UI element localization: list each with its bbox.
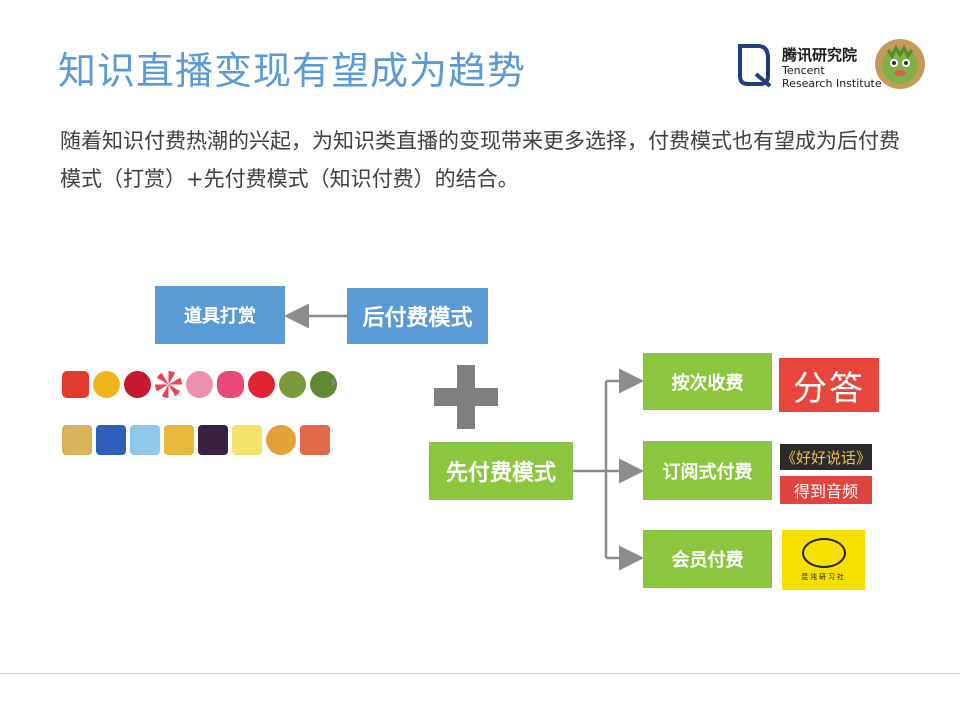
prop-reward-box: 道具打赏	[155, 286, 285, 344]
mascot-icon	[875, 39, 925, 89]
cute-face-icon	[186, 371, 213, 398]
rose-icon	[124, 371, 151, 398]
monster-icon	[279, 371, 306, 398]
logo-chinese-name: 腾讯研究院	[782, 46, 858, 64]
membership-box: 会员付费	[643, 530, 772, 588]
lips-icon	[217, 371, 244, 398]
crown-icon	[198, 425, 228, 455]
red-envelope-icon	[62, 371, 89, 398]
gold-coin-icon	[93, 371, 120, 398]
pre-pay-box: 先付费模式	[429, 442, 573, 500]
post-pay-box: 后付费模式	[347, 288, 488, 344]
hundun-logo-text: 混沌研习社	[801, 573, 846, 581]
per-use-box: 按次收费	[643, 353, 772, 410]
logo-english-line2: Research Institute	[782, 77, 882, 90]
tencent-logo-icon	[738, 44, 772, 88]
gold-bar-icon	[164, 425, 194, 455]
diamond-icon	[300, 425, 330, 455]
footer-divider	[0, 673, 960, 674]
page-title: 知识直播变现有望成为趋势	[58, 49, 527, 93]
monster2-icon	[310, 371, 337, 398]
gift-row-1	[62, 371, 337, 398]
haohao-shuohua-logo: 《好好说话》	[780, 444, 872, 470]
fighter-jet-icon	[62, 425, 92, 455]
hundun-logo: 混沌研习社	[782, 530, 865, 590]
subscription-box: 订阅式付费	[643, 441, 772, 500]
airplane-icon	[130, 425, 160, 455]
hundun-circle-icon	[801, 538, 846, 568]
gift-row-2	[62, 425, 330, 455]
candy-icon	[155, 371, 182, 398]
robot-icon	[96, 425, 126, 455]
firework-icon	[232, 425, 262, 455]
coin-badge-icon	[266, 425, 296, 455]
heart-icon	[248, 371, 275, 398]
dedao-audio-logo: 得到音频	[780, 476, 872, 504]
logo-english-line1: Tencent	[782, 64, 825, 77]
plus-vertical	[457, 365, 475, 429]
gift-more-chevron-icon: ›	[330, 372, 337, 391]
fenda-logo: 分答	[779, 358, 879, 412]
body-paragraph: 随着知识付费热潮的兴起，为知识类直播的变现带来更多选择，付费模式也有望成为后付费…	[60, 129, 900, 191]
